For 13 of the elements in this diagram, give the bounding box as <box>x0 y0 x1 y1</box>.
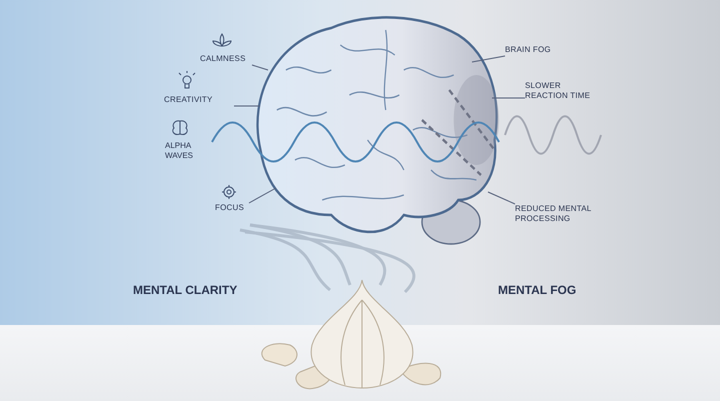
callout-label: BRAIN FOG <box>505 45 560 55</box>
callout-label: ALPHA WAVES <box>165 141 194 161</box>
callout-label: REDUCED MENTAL PROCESSING <box>515 204 595 224</box>
callout-label: FOCUS <box>215 203 249 213</box>
section-heading: MENTAL FOG <box>498 283 578 297</box>
leader-line <box>488 192 516 204</box>
leader-line <box>472 56 506 62</box>
callout-label: SLOWER REACTION TIME <box>525 81 600 101</box>
leader-line <box>252 64 268 70</box>
section-heading: MENTAL CLARITY <box>133 283 238 297</box>
leader-line <box>248 188 276 204</box>
callout-label: CREATIVITY <box>164 95 234 105</box>
callout-label: CALMNESS <box>200 54 252 64</box>
